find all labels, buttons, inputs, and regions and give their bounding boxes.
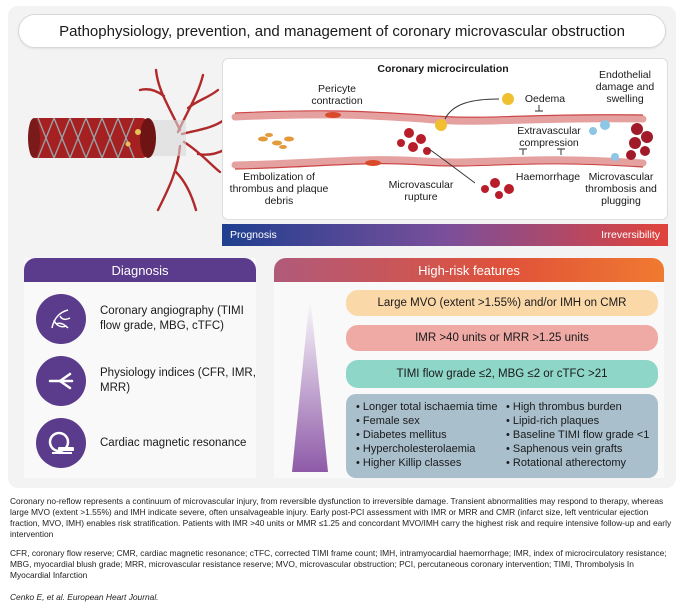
microvessel-drawing — [231, 93, 653, 199]
list-item: Higher Killip classes — [356, 456, 497, 470]
caption-abbreviations: CFR, coronary flow reserve; CMR, cardiac… — [10, 548, 667, 580]
risk-bullets-left: Longer total ischaemia time Female sex D… — [356, 400, 498, 470]
risk-bullets-right: High thrombus burden Lipid-rich plaques … — [506, 400, 649, 470]
artery-illustration — [28, 68, 226, 212]
diagnosis-item-physiology: Physiology indices (CFR, IMR, MRR) — [36, 356, 256, 406]
list-item: Longer total ischaemia time — [356, 400, 498, 414]
list-item: Hypercholesterolaemia — [356, 442, 497, 456]
vessel-branch-icon — [36, 356, 86, 406]
microcirculation-diagram: Coronary microcirculation Pericyte contr… — [222, 58, 668, 220]
risk-pill-mvo: Large MVO (extent >1.55%) and/or IMH on … — [346, 290, 658, 316]
diagnosis-header: Diagnosis — [24, 258, 256, 282]
risk-pill-timi: TIMI flow grade ≤2, MBG ≤2 or cTFC >21 — [346, 360, 658, 388]
caption-summary: Coronary no-reflow represents a continuu… — [10, 496, 672, 539]
list-item: Diabetes mellitus — [356, 428, 497, 442]
high-risk-header: High-risk features — [274, 258, 664, 282]
caption-citation: Cenko E, et al. European Heart Journal. — [10, 592, 159, 602]
figure-title: Pathophysiology, prevention, and managem… — [18, 14, 666, 48]
prognosis-label: Prognosis — [230, 229, 277, 241]
thrombosis-label: Microvascular thrombosis and plugging — [585, 171, 657, 207]
physiology-label: Physiology indices (CFR, IMR, MRR) — [100, 367, 256, 394]
prognosis-irreversibility-bar: Prognosis Irreversibility — [222, 224, 668, 246]
list-item: Lipid-rich plaques — [506, 414, 649, 428]
embolization-label: Embolization of thrombus and plaque debr… — [229, 171, 329, 207]
list-item: High thrombus burden — [506, 400, 649, 414]
risk-gradient-triangle — [292, 294, 328, 472]
pericyte-label: Pericyte contraction — [311, 83, 363, 107]
diagram-heading: Coronary microcirculation — [377, 63, 509, 75]
list-item: Rotational atherectomy — [506, 456, 649, 470]
list-item: Saphenous vein grafts — [506, 442, 649, 456]
angiography-icon — [36, 294, 86, 344]
irreversibility-label: Irreversibility — [601, 229, 660, 241]
risk-bullet-box: Longer total ischaemia time Female sex D… — [346, 394, 658, 478]
extravascular-label: Extravascular compression — [517, 125, 581, 149]
haemorrhage-label: Haemorrhage — [515, 171, 581, 183]
list-item: Baseline TIMI flow grade <1 — [506, 428, 649, 442]
endothelial-label: Endothelial damage and swelling — [595, 69, 655, 105]
diagnosis-item-angiography: Coronary angiography (TIMI flow grade, M… — [36, 294, 256, 344]
angiography-label: Coronary angiography (TIMI flow grade, M… — [100, 305, 244, 332]
diagnosis-item-cmr: Cardiac magnetic resonance — [36, 418, 256, 468]
mri-scanner-icon — [36, 418, 86, 468]
oedema-label: Oedema — [524, 93, 566, 105]
risk-pill-imr: IMR >40 units or MRR >1.25 units — [346, 325, 658, 351]
rupture-label: Microvascular rupture — [388, 179, 454, 203]
list-item: Female sex — [356, 414, 497, 428]
cmr-label: Cardiac magnetic resonance — [100, 436, 247, 449]
